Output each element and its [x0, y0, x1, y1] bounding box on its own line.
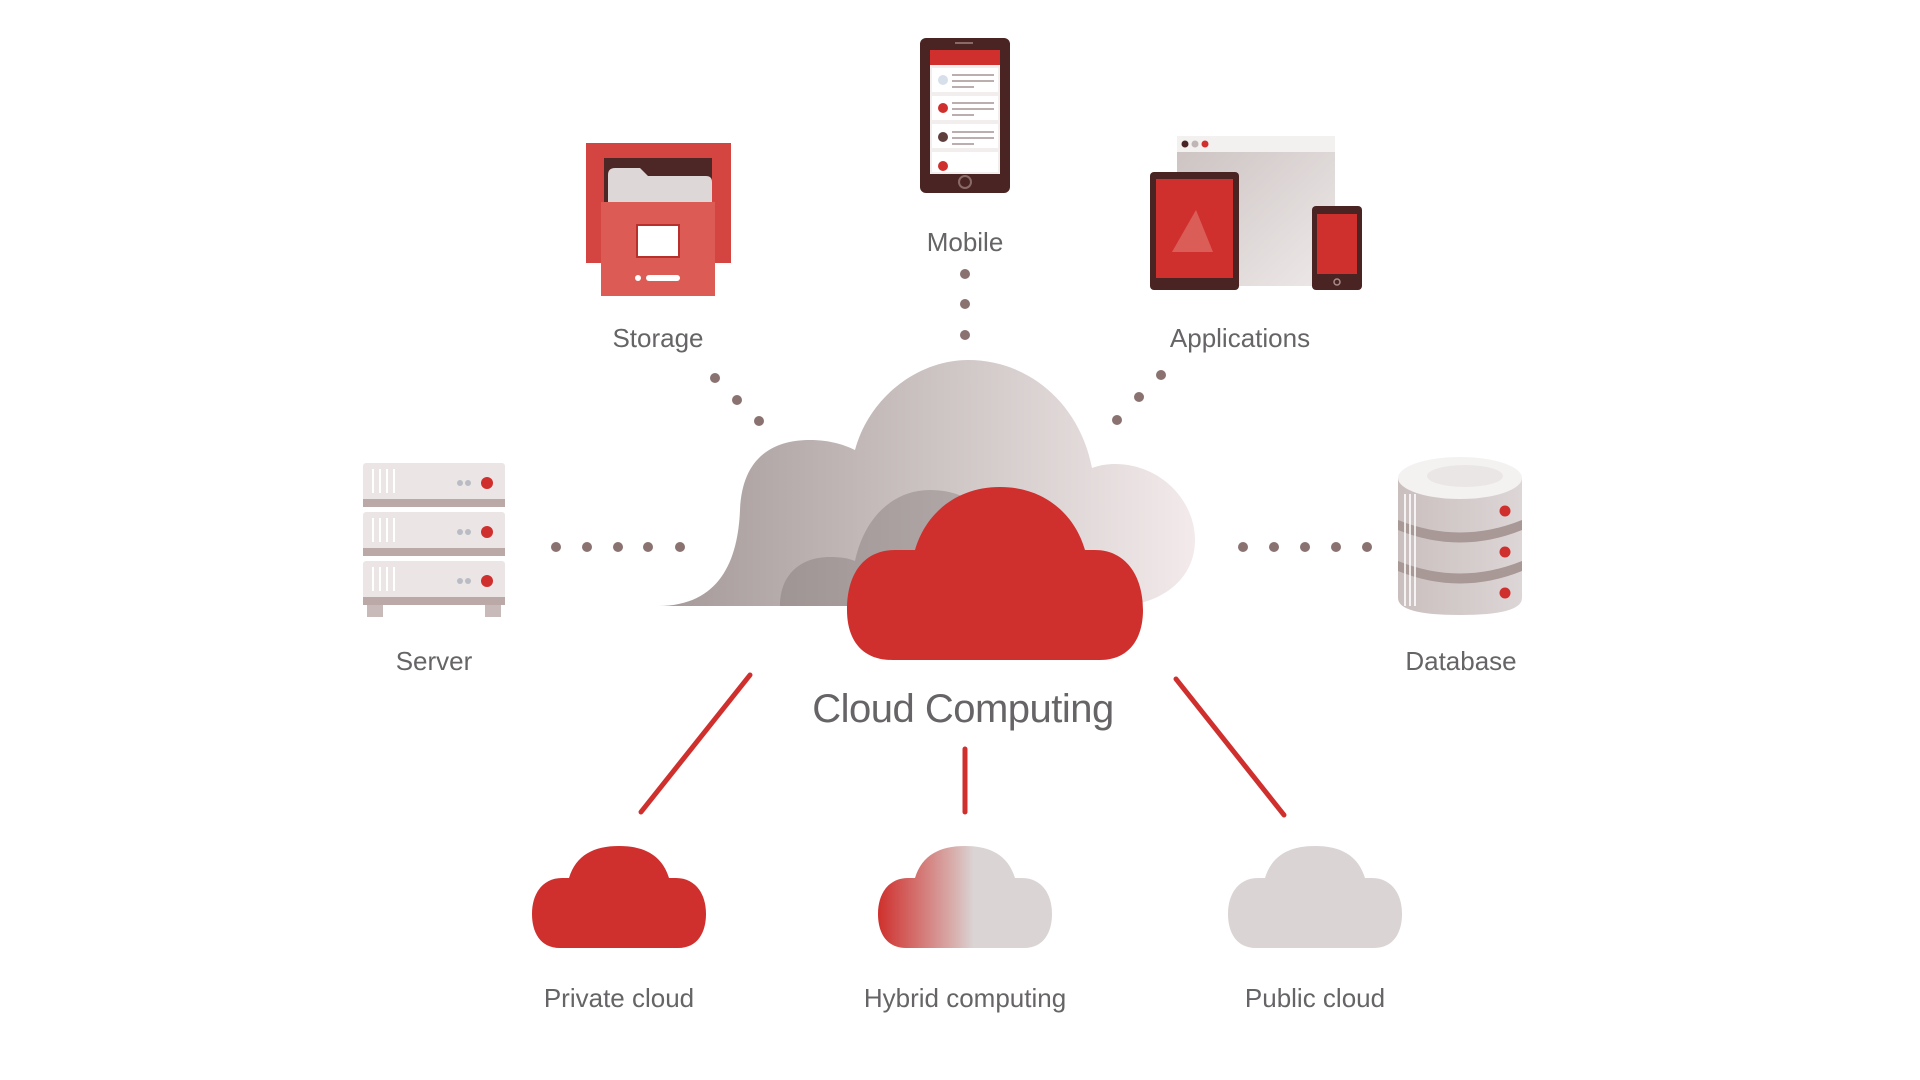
model-label-public: Public cloud [1245, 983, 1385, 1013]
connector-mobile [960, 269, 970, 340]
node-label-storage: Storage [612, 323, 703, 353]
node-label-mobile: Mobile [927, 227, 1004, 257]
node-label-applications: Applications [1170, 323, 1310, 353]
database-icon [1398, 457, 1522, 615]
file-cabinet-icon [586, 143, 731, 296]
node-mobile[interactable]: Mobile [920, 38, 1010, 257]
model-label-private: Private cloud [544, 983, 694, 1013]
model-label-hybrid: Hybrid computing [864, 983, 1066, 1013]
link-private-cloud [638, 672, 753, 815]
node-server[interactable]: Server [363, 463, 505, 676]
connector-server [551, 542, 685, 552]
node-label-server: Server [396, 646, 473, 676]
node-database[interactable]: Database [1398, 457, 1522, 676]
model-hybrid-computing[interactable]: Hybrid computing [864, 846, 1066, 1013]
server-rack-icon [363, 463, 505, 617]
link-public-cloud [1173, 676, 1287, 818]
smartphone-icon [920, 38, 1010, 193]
connector-storage [710, 373, 764, 426]
central-cloud: Cloud Computing [658, 360, 1195, 731]
public-cloud-icon [1228, 846, 1402, 948]
node-applications[interactable]: Applications [1150, 136, 1362, 353]
foreground-red-cloud [847, 487, 1143, 660]
devices-icon [1150, 136, 1362, 290]
hybrid-cloud-icon [878, 846, 1052, 948]
private-cloud-icon [532, 846, 706, 948]
model-private-cloud[interactable]: Private cloud [532, 846, 706, 1013]
connector-database [1238, 542, 1372, 552]
connector-applications [1112, 370, 1166, 425]
diagram-title: Cloud Computing [812, 687, 1114, 731]
node-storage[interactable]: Storage [586, 143, 731, 353]
model-public-cloud[interactable]: Public cloud [1228, 846, 1402, 1013]
node-label-database: Database [1405, 646, 1516, 676]
